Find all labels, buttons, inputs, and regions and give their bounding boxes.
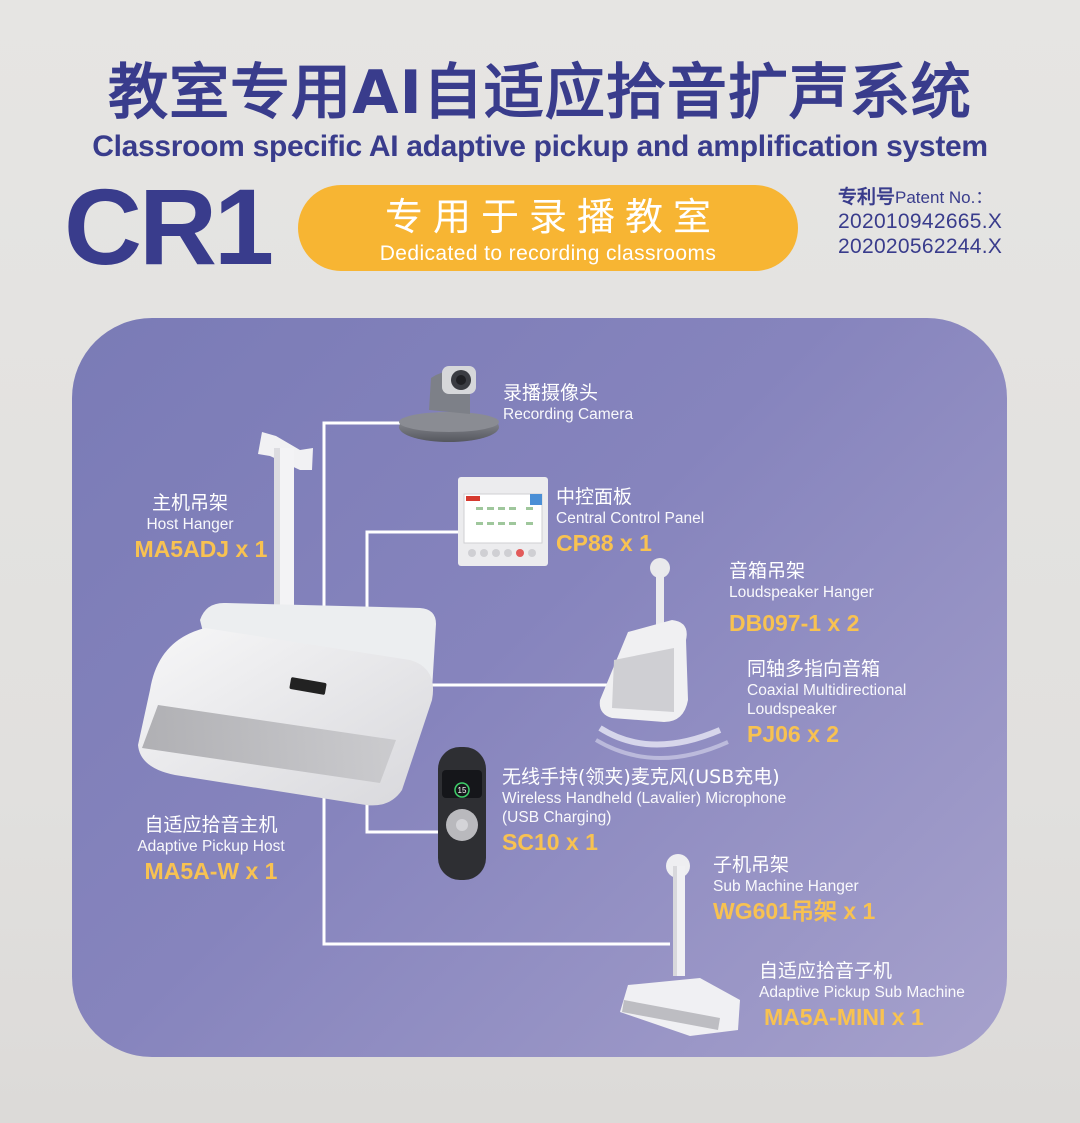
host-code: MA5A-W x 1 (144, 858, 278, 884)
patent-label-zh: 专利号 (838, 187, 896, 208)
camera-name-en: Recording Camera (503, 406, 634, 423)
sub-machine-name-zh: 自适应拾音子机 (759, 960, 893, 982)
tagline-pill: 专用于录播教室 Dedicated to recording classroom… (298, 185, 798, 271)
host-device-icon (138, 602, 436, 806)
patent-number: 202010942665.X (838, 210, 1003, 233)
patent-info: 专利号Patent No.： 202010942665.X 2020205622… (838, 182, 1002, 259)
sub-hanger-icon (666, 854, 690, 976)
connector-sub-machine (322, 780, 670, 946)
label-microphone: 无线手持(领夹)麦克风(USB充电) Wireless Handheld (La… (502, 765, 786, 857)
host-hanger-name-zh: 主机吊架 (151, 492, 228, 514)
label-host: 自适应拾音主机 Adaptive Pickup Host MA5A-W x 1 (121, 813, 301, 886)
microphone-code: SC10 x 1 (502, 829, 598, 855)
microphone-name-en: Wireless Handheld (Lavalier) Microphone (502, 790, 787, 807)
control-panel-device-icon (458, 477, 548, 566)
microphone-device-icon: 15 (438, 747, 486, 880)
host-hanger-icon (258, 432, 313, 618)
control-panel-name-en: Central Control Panel (556, 510, 705, 527)
speaker-name-en-line2: Loudspeaker (747, 701, 837, 718)
sub-machine-code: MA5A-MINI x 1 (764, 1004, 924, 1030)
patent-label: 专利号Patent No.： (838, 182, 1002, 209)
sub-hanger-name-en: Sub Machine Hanger (713, 878, 859, 895)
speaker-device-icon (594, 620, 729, 760)
connector-control-panel (365, 530, 458, 625)
host-hanger-name-en: Host Hanger (146, 516, 234, 533)
label-camera: 录播摄像头 Recording Camera (503, 381, 633, 424)
label-speaker: 同轴多指向音箱 Coaxial Multidirectional Loudspe… (747, 657, 906, 749)
speaker-name-zh: 同轴多指向音箱 (747, 658, 881, 680)
control-panel-code: CP88 x 1 (556, 530, 652, 556)
microphone-name-zh: 无线手持(领夹)麦克风(USB充电) (502, 766, 780, 788)
sub-machine-device-icon (620, 978, 740, 1036)
speaker-hanger-name-zh: 音箱吊架 (729, 560, 806, 582)
host-name-en: Adaptive Pickup Host (137, 838, 285, 855)
camera-name-zh: 录播摄像头 (503, 382, 599, 404)
label-sub-machine: 自适应拾音子机 Adaptive Pickup Sub Machine MA5A… (759, 959, 965, 1032)
connector-camera (322, 421, 405, 610)
tagline-chinese: 专用于录播教室 (384, 195, 721, 239)
tagline-english: Dedicated to recording classrooms (379, 242, 717, 265)
sub-hanger-code: WG601吊架 x 1 (713, 898, 876, 924)
speaker-code: PJ06 x 2 (747, 721, 840, 747)
sub-hanger-name-zh: 子机吊架 (713, 854, 790, 876)
label-host-hanger: 主机吊架 Host Hanger MA5ADJ x 1 (110, 491, 270, 564)
speaker-hanger-code: DB097-1 x 2 (729, 610, 860, 636)
patent-label-en: Patent No.： (895, 188, 993, 207)
label-control-panel: 中控面板 Central Control Panel CP88 x 1 (556, 485, 704, 558)
sub-machine-name-en: Adaptive Pickup Sub Machine (759, 984, 965, 1001)
camera-icon (399, 366, 499, 442)
patent-number: 202020562244.X (838, 235, 1003, 258)
title-english: Classroom specific AI adaptive pickup an… (92, 130, 988, 163)
mic-display: 15 (458, 786, 467, 795)
label-sub-hanger: 子机吊架 Sub Machine Hanger WG601吊架 x 1 (713, 853, 875, 926)
speaker-hanger-name-en: Loudspeaker Hanger (729, 584, 874, 601)
control-panel-name-zh: 中控面板 (556, 486, 633, 508)
host-name-zh: 自适应拾音主机 (144, 814, 278, 836)
model-name: CR1 (64, 166, 274, 287)
microphone-name-en-line2: (USB Charging) (502, 809, 612, 826)
host-hanger-code: MA5ADJ x 1 (134, 536, 268, 562)
speaker-name-en: Coaxial Multidirectional (747, 682, 907, 699)
label-speaker-hanger: 音箱吊架 Loudspeaker Hanger DB097-1 x 2 (729, 559, 874, 638)
speaker-hanger-icon (650, 558, 670, 630)
title-chinese: 教室专用AI自适应拾音扩声系统 (108, 58, 972, 128)
